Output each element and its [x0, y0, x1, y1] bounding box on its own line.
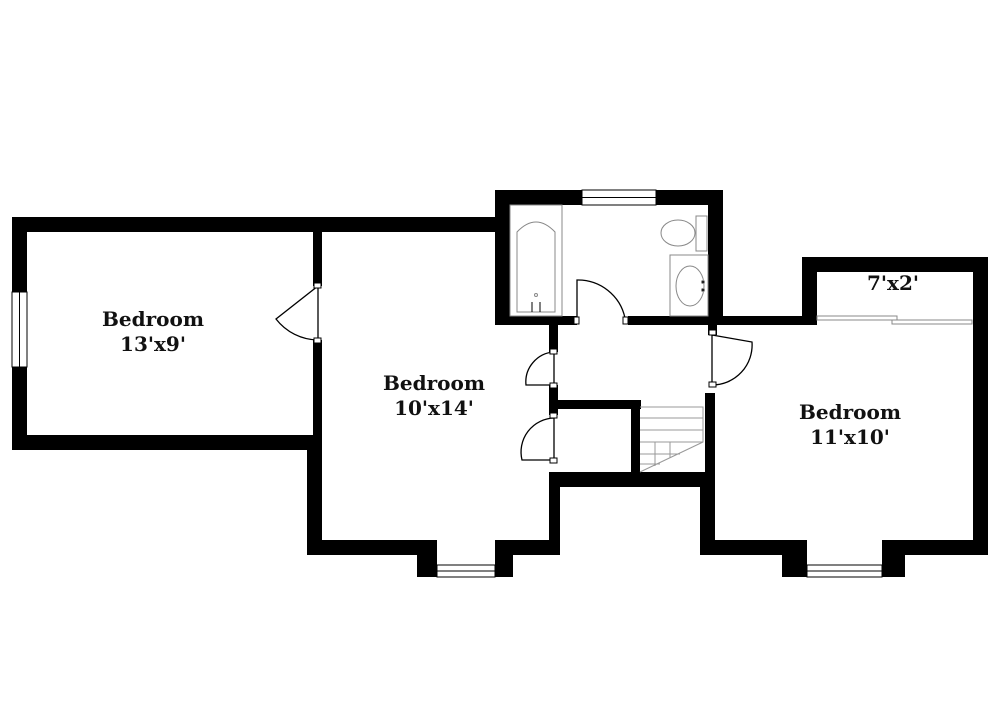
wall: [802, 257, 988, 272]
wall: [549, 472, 560, 555]
wall: [307, 445, 322, 555]
door-jambs: [313, 282, 717, 464]
toilet: [660, 215, 708, 252]
room-size: 10'x14': [394, 396, 474, 420]
room-size: 11'x10': [810, 425, 890, 449]
wall: [631, 400, 640, 475]
room-name: Bedroom: [383, 371, 485, 395]
windows: [11, 189, 883, 578]
wall: [549, 325, 558, 352]
wall: [882, 540, 988, 555]
room-size: 7'x2': [866, 271, 919, 295]
door-closet: [520, 417, 555, 461]
wall: [495, 316, 577, 325]
wall: [973, 257, 988, 555]
wall: [549, 400, 641, 409]
room-size: 13'x9': [120, 332, 186, 356]
wall: [307, 540, 437, 555]
room-label-right-bedroom: Bedroom 11'x10': [780, 400, 920, 450]
wall: [313, 232, 322, 286]
room-label-middle-bedroom: Bedroom 10'x14': [365, 371, 503, 421]
sink: [669, 254, 709, 317]
wall: [700, 478, 715, 555]
wall: [495, 540, 560, 555]
door-bathroom: [576, 279, 626, 319]
door-right-bedroom: [711, 334, 753, 386]
wall: [313, 340, 322, 435]
wall: [12, 217, 500, 232]
closet-doors: [816, 315, 973, 325]
door-middle-bedroom: [525, 351, 555, 386]
room-label-left-bedroom: Bedroom 13'x9': [85, 307, 221, 357]
wall: [495, 190, 510, 325]
stairs: [639, 406, 704, 473]
wall: [549, 472, 714, 487]
wall: [802, 257, 817, 325]
room-name: Bedroom: [102, 307, 204, 331]
door-left-bedroom: [275, 284, 319, 341]
wall: [12, 435, 322, 450]
doors: [275, 279, 753, 461]
wall: [628, 316, 811, 325]
wall: [700, 540, 807, 555]
bathtub: [509, 204, 563, 317]
wall: [708, 190, 723, 325]
room-name: Bedroom: [799, 400, 901, 424]
room-label-closet: 7'x2': [848, 271, 938, 296]
wall: [705, 393, 715, 487]
